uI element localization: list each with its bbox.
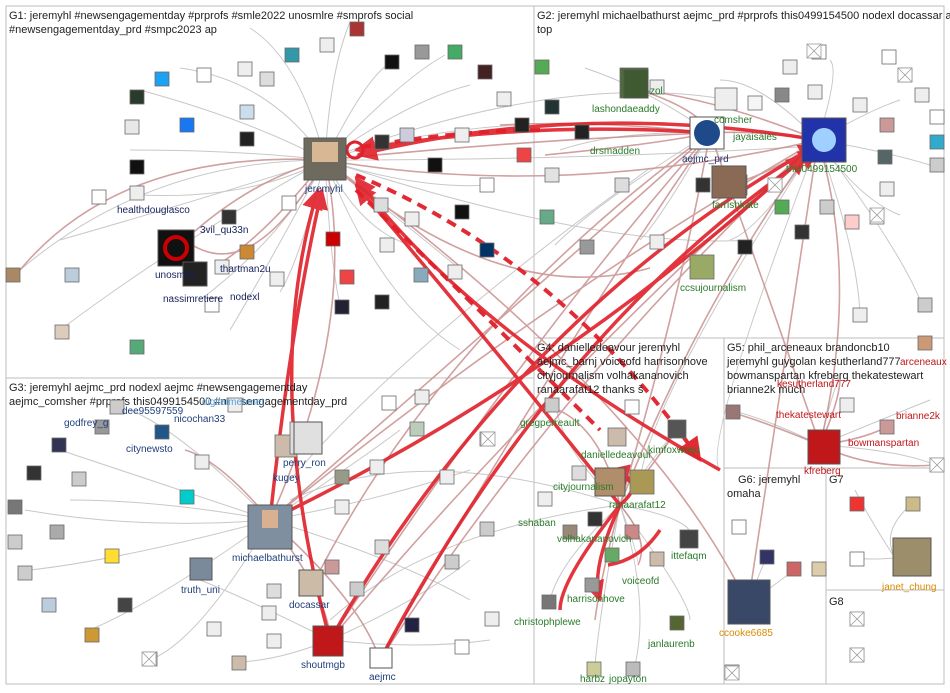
label-ittefaqm: ittefaqm xyxy=(671,551,707,562)
g3-title-line2: top xyxy=(537,24,552,36)
label-danielledeavour: danielledeavour xyxy=(581,450,652,461)
label-arceneaux: arceneaux xyxy=(900,357,947,368)
label-gregperreault: gregperreault xyxy=(520,418,580,429)
label-comsher: comsher xyxy=(714,115,753,126)
g7-title: G7 xyxy=(829,474,844,486)
label-this0499154500: this0499154500 xyxy=(786,164,858,175)
label-kimfoxwosu: kimfoxwosu xyxy=(648,445,700,456)
label-aejmc: aejmc xyxy=(369,672,396,683)
g1-title-line1: G1: jeremyhl #newsengagementday #prprofs… xyxy=(9,10,413,22)
label-ccsujournalism: ccsujournalism xyxy=(680,283,746,294)
label-citynewsto: citynewsto xyxy=(126,444,173,455)
group-box-g1 xyxy=(5,5,535,379)
g3-title-line1: G2: jeremyhl michaelbathurst aejmc_prd #… xyxy=(537,10,950,22)
label-docassar: docassar xyxy=(289,600,330,611)
label-volhakananovich: volhakananovich xyxy=(557,534,632,545)
node-ccooke6685[interactable] xyxy=(727,579,771,625)
node-farrishkate[interactable] xyxy=(711,165,747,199)
label-zol: zol xyxy=(650,86,663,97)
self-loop xyxy=(345,140,365,160)
node-labels: jeremyhl healthdouglasco 3vil_qu33n unos… xyxy=(64,86,947,685)
label-lashondaeaddy: lashondaeaddy xyxy=(592,104,660,115)
g5-title-line3: bowmanspartan kfreberg thekatestewart xyxy=(727,370,923,382)
label-voiceofd: voiceofd xyxy=(622,576,659,587)
label-aejmc-prd: aejmc_prd xyxy=(682,154,729,165)
g4-title-line4: ranaarafat12 thanks š xyxy=(537,384,644,396)
g4-title-line1: G4: danielledeavour jeremyhl xyxy=(537,342,680,354)
label-thartman2u: thartman2u xyxy=(220,264,271,275)
node-perry-ron[interactable] xyxy=(293,421,323,455)
label-cityjournalism: cityjournalism xyxy=(553,482,614,493)
label-dee95597559: dee95597559 xyxy=(122,406,184,417)
label-jeremyhl: jeremyhl xyxy=(304,184,343,195)
major-nodes xyxy=(157,69,932,669)
g5-title-line1: G5: phil_arceneaux brandoncb10 xyxy=(727,342,890,354)
label-godfrey-g: godfrey_g xyxy=(64,418,108,429)
group-box-g8 xyxy=(825,589,945,685)
group-box-g6 xyxy=(723,467,827,685)
label-nodexl: nodexl xyxy=(230,292,259,303)
label-michaelbathurst: michaelbathurst xyxy=(232,553,303,564)
label-bowmanspartan: bowmanspartan xyxy=(848,438,919,449)
label-sshaban: sshaban xyxy=(518,518,556,529)
g6-title-line2: omaha xyxy=(727,488,762,500)
g5-title-line4: brianne2k much xyxy=(727,384,805,396)
placeholder-nodes xyxy=(141,43,945,681)
label-jayaisales: jayaisales xyxy=(732,132,777,143)
group-titles: G1: jeremyhl #newsengagementday #prprofs… xyxy=(9,10,950,608)
label-christophplewe: christophplewe xyxy=(514,617,581,628)
label-janet-chung: janet_chung xyxy=(881,582,937,593)
g8-title: G8 xyxy=(829,596,844,608)
label-kesutherland777: kesutherland777 xyxy=(777,379,851,390)
g5-title-line2: jeremyhl guygolan kesutherland777 xyxy=(726,356,901,368)
label-farrishkate: farrishkate xyxy=(712,200,759,211)
label-nassimretiere: nassimretiere xyxy=(163,294,223,305)
label-harrisonhove: harrisonhove xyxy=(567,594,625,605)
node-shoutmgb[interactable] xyxy=(312,625,344,657)
label-ranaarafat12: ranaarafat12 xyxy=(609,500,666,511)
label-3vil-qu33n: 3vil_qu33n xyxy=(200,225,248,236)
label-perry-ron: perry_ron xyxy=(283,458,326,469)
label-thekatestewart: thekatestewart xyxy=(776,410,841,421)
g2-title-line1: G3: jeremyhl aejmc_prd nodexl aejmc #new… xyxy=(9,382,308,394)
label-truth-uni: truth_uni xyxy=(181,585,220,596)
node-kfreberg[interactable] xyxy=(807,429,841,465)
label-digitalmehmet: digitalmehmet xyxy=(202,397,264,408)
node-aejmc[interactable] xyxy=(369,647,393,669)
g4-title-line3: cityjournalism volhakananovich xyxy=(537,370,689,382)
node-ranaarafat12[interactable] xyxy=(594,467,626,497)
g6-title-line1: G6: jeremyhl xyxy=(738,474,800,486)
group-frames xyxy=(5,5,945,685)
label-nicochan33: nicochan33 xyxy=(174,414,226,425)
label-healthdouglasco: healthdouglasco xyxy=(117,205,190,216)
label-brianne2k: brianne2k xyxy=(896,411,941,422)
node-docassar[interactable] xyxy=(298,569,324,597)
g1-title-line2: #newsengagementday_prd #smpc2023 ap xyxy=(9,24,217,36)
g4-title-line2: aejmc_barnj voiceofd harrisonhove xyxy=(537,356,708,368)
node-janet-chung[interactable] xyxy=(892,537,932,577)
label-janlaurenb: janlaurenb xyxy=(647,639,695,650)
node-truth-uni[interactable] xyxy=(189,557,213,581)
label-kfreberg: kfreberg xyxy=(804,466,841,477)
label-ccooke6685: ccooke6685 xyxy=(719,628,773,639)
g2-title-line2: aejmc_comsher #prprofs this0499154500 #n… xyxy=(9,396,347,408)
node-lashondaeaddy[interactable] xyxy=(623,69,649,99)
label-unosmlre: unosmlre xyxy=(155,270,197,281)
label-shoutmgb: shoutmgb xyxy=(301,660,345,671)
label-harbz: harbz xyxy=(580,674,605,685)
label-drsmadden: drsmadden xyxy=(590,146,640,157)
label-kugey: kugey xyxy=(273,473,300,484)
label-jopayton: jopayton xyxy=(608,674,647,685)
